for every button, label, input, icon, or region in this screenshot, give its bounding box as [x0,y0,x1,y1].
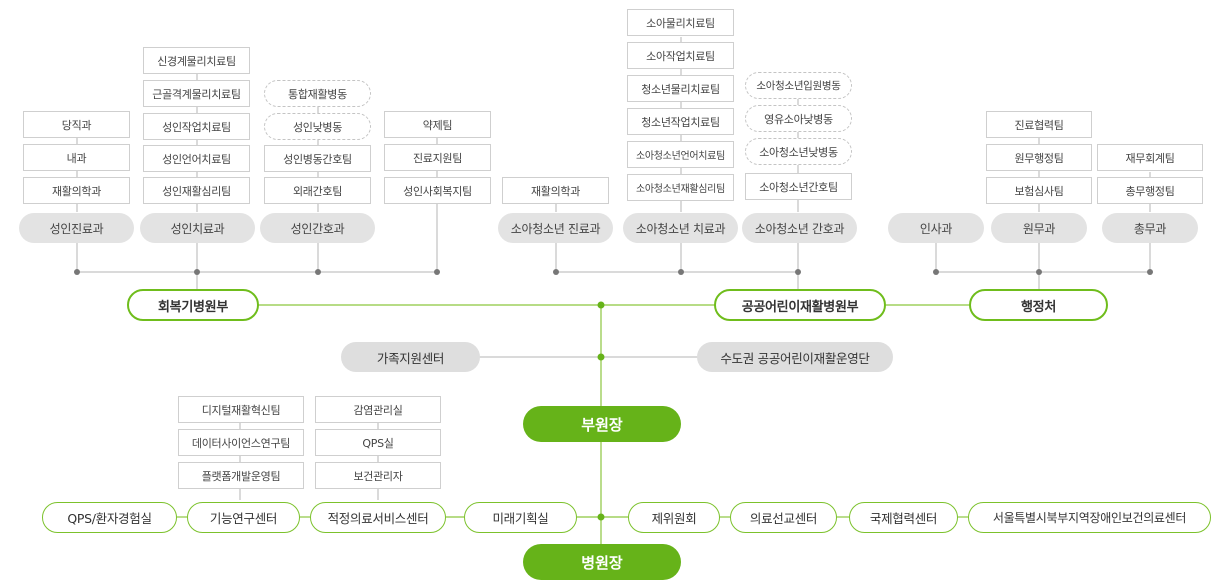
functional-research-center[interactable]: 기능연구센터 [187,502,300,533]
medical-mission-center[interactable]: 의료선교센터 [730,502,837,533]
department-pediatric-therapy[interactable]: 소아청소년 치료과 [623,213,738,243]
future-planning-office[interactable]: 미래기획실 [464,502,577,533]
team-box: 디지털재활혁신팀 [178,396,304,423]
team-box: 약제팀 [384,111,491,138]
ward-box: 소아청소년입원병동 [745,72,852,99]
team-box: 성인병동간호팀 [264,145,371,172]
team-box: 데이터사이언스연구팀 [178,429,304,456]
team-box: 재활의학과 [502,177,609,204]
team-box: 소아청소년언어치료팀 [627,141,734,168]
team-box: 진료지원팀 [384,144,491,171]
ward-box: 영유소아낮병동 [745,105,852,132]
department-pediatric-nursing[interactable]: 소아청소년 간호과 [742,213,857,243]
metro-rehab-unit[interactable]: 수도권 공공어린이재활운영단 [697,342,893,372]
department-general-admin[interactable]: 총무과 [1102,213,1198,243]
committees[interactable]: 제위원회 [628,502,720,533]
team-box: 총무행정팀 [1097,177,1203,204]
team-box: 소아물리치료팀 [627,9,734,36]
appropriate-care-center[interactable]: 적정의료서비스센터 [310,502,446,533]
team-box: QPS실 [315,429,441,456]
team-box: 보험심사팀 [986,177,1092,204]
team-box: 재무회계팀 [1097,144,1203,171]
division-rehab[interactable]: 회복기병원부 [127,289,259,321]
qps-patient-experience[interactable]: QPS/환자경험실 [42,502,177,533]
team-box: 성인언어치료팀 [143,145,250,172]
family-support-center[interactable]: 가족지원센터 [341,342,480,372]
department-personnel[interactable]: 인사과 [888,213,984,243]
team-box: 소아작업치료팀 [627,42,734,69]
team-box: 외래간호팀 [264,177,371,204]
team-box: 근골격계물리치료팀 [143,80,250,107]
department-adult-therapy[interactable]: 성인치료과 [140,213,255,243]
team-box: 성인작업치료팀 [143,113,250,140]
team-box: 소아청소년재활심리팀 [627,174,734,201]
team-box: 당직과 [23,111,130,138]
team-box: 성인사회복지팀 [384,177,491,204]
team-box: 청소년작업치료팀 [627,108,734,135]
team-box: 플랫폼개발운영팀 [178,462,304,489]
team-box: 감염관리실 [315,396,441,423]
team-box: 소아청소년간호팀 [745,173,852,200]
vice-director[interactable]: 부원장 [523,406,681,442]
team-box: 성인재활심리팀 [143,177,250,204]
team-box: 보건관리자 [315,462,441,489]
division-admin[interactable]: 행정처 [969,289,1108,321]
team-box: 재활의학과 [23,177,130,204]
director[interactable]: 병원장 [523,544,681,580]
department-adult-medicine[interactable]: 성인진료과 [19,213,134,243]
department-pediatric-medicine[interactable]: 소아청소년 진료과 [498,213,613,243]
division-pediatric[interactable]: 공공어린이재활병원부 [714,289,886,321]
team-box: 내과 [23,144,130,171]
ward-box: 소아청소년낮병동 [745,138,852,165]
team-box: 청소년물리치료팀 [627,75,734,102]
team-box: 진료협력팀 [986,111,1092,138]
ward-box: 성인낮병동 [264,113,371,140]
international-cooperation-center[interactable]: 국제협력센터 [849,502,958,533]
department-adult-nursing[interactable]: 성인간호과 [260,213,375,243]
team-box: 신경계물리치료팀 [143,47,250,74]
ward-box: 통합재활병동 [264,80,371,107]
disability-health-center[interactable]: 서울특별시북부지역장애인보건의료센터 [968,502,1211,533]
team-box: 원무행정팀 [986,144,1092,171]
department-general-affairs[interactable]: 원무과 [991,213,1087,243]
